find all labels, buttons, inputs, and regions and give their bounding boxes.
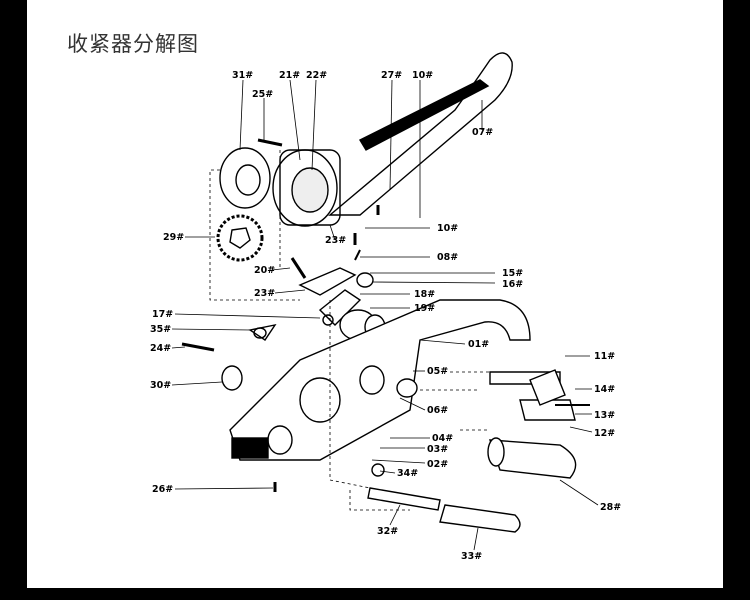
label-10b: 10# xyxy=(437,223,458,234)
label-05: 05# xyxy=(427,366,448,377)
label-11: 11# xyxy=(594,351,615,362)
roller-28 xyxy=(489,439,577,479)
label-34: 34# xyxy=(397,468,418,479)
label-25: 25# xyxy=(252,89,273,100)
label-35: 35# xyxy=(150,324,171,335)
label-32: 32# xyxy=(377,526,398,537)
label-27: 27# xyxy=(381,70,402,81)
label-22: 22# xyxy=(306,70,327,81)
label-02: 02# xyxy=(427,459,448,470)
label-28: 28# xyxy=(600,502,621,513)
label-14: 14# xyxy=(594,384,615,395)
label-24: 24# xyxy=(150,343,171,354)
label-16: 16# xyxy=(502,279,523,290)
label-26: 26# xyxy=(152,484,173,495)
label-18: 18# xyxy=(414,289,435,300)
diagram-title: 收紧器分解图 xyxy=(67,32,199,56)
label-23: 23# xyxy=(325,235,346,246)
label-06: 06# xyxy=(427,405,448,416)
handle-slot xyxy=(359,79,490,151)
label-29: 29# xyxy=(163,232,184,243)
pin-33 xyxy=(439,504,521,533)
label-33: 33# xyxy=(461,551,482,562)
label-13: 13# xyxy=(594,410,615,421)
label-19: 19# xyxy=(414,303,435,314)
label-30: 30# xyxy=(150,380,171,391)
label-31: 31# xyxy=(232,70,253,81)
label-20: 20# xyxy=(254,265,275,276)
label-01: 01# xyxy=(468,339,489,350)
label-07: 07# xyxy=(472,127,493,138)
label-23b: 23# xyxy=(254,288,275,299)
label-21: 21# xyxy=(279,70,300,81)
label-03: 03# xyxy=(427,444,448,455)
label-10: 10# xyxy=(412,70,433,81)
label-04: 04# xyxy=(432,433,453,444)
disc-31 xyxy=(219,147,271,209)
label-15: 15# xyxy=(502,268,523,279)
label-08: 08# xyxy=(437,252,458,263)
label-17: 17# xyxy=(152,309,173,320)
label-12: 12# xyxy=(594,428,615,439)
